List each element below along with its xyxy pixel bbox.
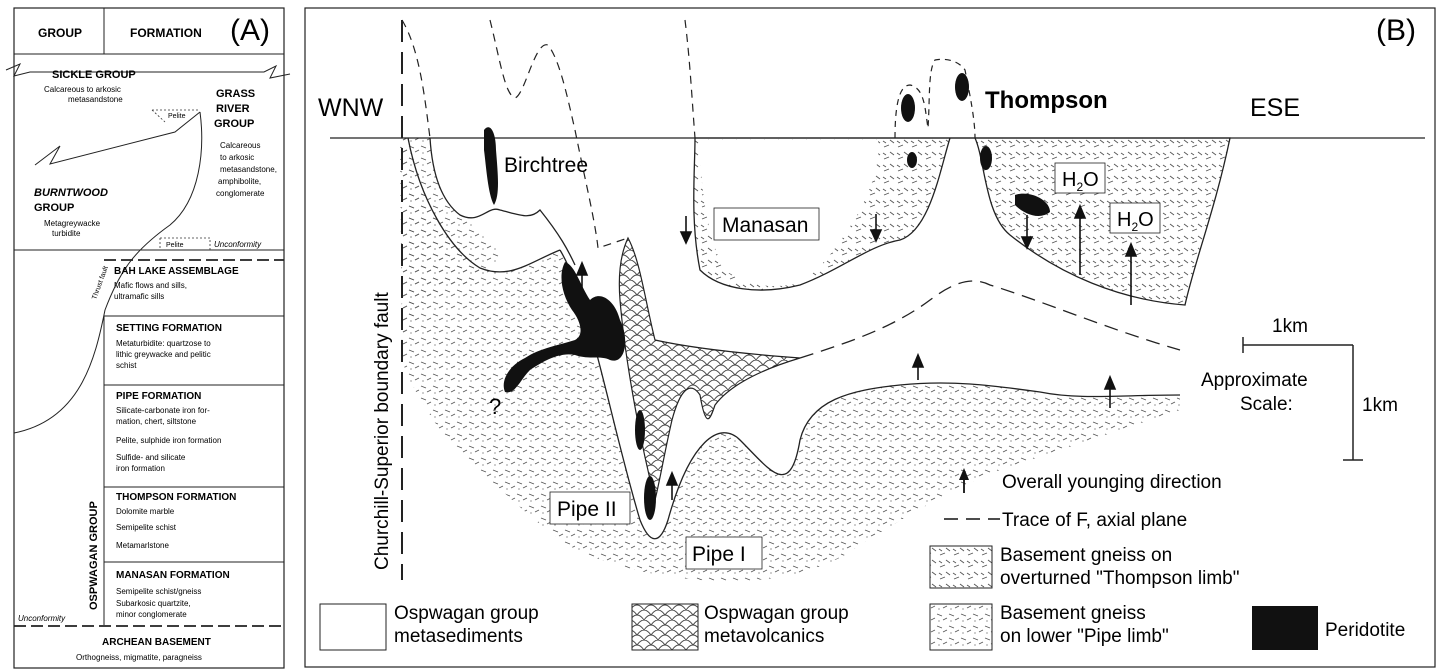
legend-metased-text-2: metasediments <box>394 626 523 647</box>
grass-river-desc-5: conglomerate <box>216 189 265 198</box>
grass-river-title-1: GRASS <box>216 88 255 100</box>
legend-peridotite-text: Peridotite <box>1325 620 1405 641</box>
scale-title-2: Scale: <box>1240 394 1293 415</box>
burntwood-desc-2: turbidite <box>52 229 81 238</box>
manasan-desc-1: Semipelite schist/gneiss <box>116 587 201 596</box>
bah-lake-desc-1: Mafic flows and sills, <box>114 281 187 290</box>
thrust-fault-label: Thrust fault <box>91 265 110 300</box>
legend-metavol-text-2: metavolcanics <box>704 626 824 647</box>
burntwood-title-2: GROUP <box>34 202 74 214</box>
arrow-up-4-head <box>1105 377 1115 389</box>
arrow-up-1-head <box>577 263 587 275</box>
sickle-desc-1: Calcareous to arkosic <box>44 85 121 94</box>
peridotite-thompson-4 <box>980 146 992 170</box>
setting-desc-2: lithic greywacke and pelitic <box>116 350 211 359</box>
fold-trace-1 <box>402 20 430 138</box>
legend-metavol-text-1: Ospwagan group <box>704 603 849 624</box>
legend-younging-text: Overall younging direction <box>1002 472 1222 493</box>
burntwood-desc-1: Metagreywacke <box>44 219 101 228</box>
setting-desc-1: Metaturbidite: quartzose to <box>116 339 211 348</box>
legend-thompson-limb-text-1: Basement gneiss on <box>1000 545 1172 566</box>
legend-peridotite-swatch <box>1252 606 1318 650</box>
burntwood-title-1: BURNTWOOD <box>34 187 108 199</box>
bah-lake-desc-2: ultramafic sills <box>114 292 164 301</box>
legend-pipe-limb-text-1: Basement gneiss <box>1000 603 1146 624</box>
scale-h-label: 1km <box>1272 316 1308 337</box>
header-group: GROUP <box>38 26 82 40</box>
thompson-title: THOMPSON FORMATION <box>116 492 236 503</box>
wnw-label: WNW <box>318 94 384 122</box>
pipe-i-label: Pipe I <box>692 543 746 566</box>
header-formation: FORMATION <box>130 26 202 40</box>
pipe-desc-5: iron formation <box>116 464 165 473</box>
fault-label: Churchill-Superior boundary fault <box>372 292 393 570</box>
peridotite-thompson-1 <box>901 94 915 122</box>
scale-title-1: Approximate <box>1201 370 1308 391</box>
panel-a-label: (A) <box>230 14 270 47</box>
thompson-label: Thompson <box>985 87 1108 114</box>
fold-trace-3 <box>685 20 695 138</box>
legend-metavol-swatch <box>632 604 698 650</box>
panel-b: (B) WNW ESE Churchill-Superior boundary … <box>305 8 1435 667</box>
archean-desc: Orthogneiss, migmatite, paragneiss <box>76 653 202 662</box>
peridotite-thompson-3 <box>907 152 917 168</box>
legend-pipe-limb-swatch <box>930 604 992 650</box>
thompson-desc-2: Semipelite schist <box>116 523 177 532</box>
pipe-desc-4: Sulfide- and silicate <box>116 453 186 462</box>
burntwood-pelite: Pelite <box>166 242 184 249</box>
peridotite-birchtree <box>484 127 498 205</box>
panel-a: GROUP FORMATION (A) SICKLE GROUP Calcare… <box>6 8 290 668</box>
grass-river-desc-3: metasandstone, <box>220 165 277 174</box>
legend-pipe-limb-text-2: on lower "Pipe limb" <box>1000 626 1169 647</box>
fold-trace-2 <box>490 20 628 248</box>
legend-thompson-limb-text-2: overturned "Thompson limb" <box>1000 568 1240 589</box>
question-mark: ? <box>489 394 501 419</box>
peridotite-thompson-2 <box>955 73 969 101</box>
peridotite-pipe-2 <box>644 476 656 520</box>
scale-v-label: 1km <box>1362 395 1398 416</box>
legend-trace-text: Trace of F, axial plane <box>1002 510 1187 531</box>
manasan-desc-2: Subarkosic quartzite, <box>116 599 191 608</box>
archean-unconformity-label: Unconformity <box>18 614 66 623</box>
sickle-title: SICKLE GROUP <box>52 69 136 81</box>
ospwagan-group-label: OSPWAGAN GROUP <box>88 501 100 610</box>
thompson-desc-3: Metamarlstone <box>116 541 169 550</box>
grass-river-desc-4: amphibolite, <box>218 177 261 186</box>
manasan-desc-3: minor conglomerate <box>116 610 187 619</box>
grass-river-title-2: RIVER <box>216 103 250 115</box>
arrow-up-3-head <box>913 355 923 367</box>
arrow-up-2-head <box>667 473 677 485</box>
sickle-desc-2: metasandstone <box>68 95 123 104</box>
setting-desc-3: schist <box>116 361 137 370</box>
legend-metased-swatch <box>320 604 386 650</box>
manasan-label: Manasan <box>722 214 808 237</box>
grass-river-desc-1: Calcareous <box>220 141 260 150</box>
grass-river-title-3: GROUP <box>214 118 254 130</box>
burntwood-unconformity: Unconformity <box>214 240 262 249</box>
pipe-ii-label: Pipe II <box>557 498 617 521</box>
archean-title: ARCHEAN BASEMENT <box>102 637 211 648</box>
sickle-pelite: Pelite <box>168 113 186 120</box>
pipe-desc-2: mation, chert, siltstone <box>116 417 197 426</box>
ese-label: ESE <box>1250 94 1300 122</box>
panel-b-label: (B) <box>1376 14 1416 47</box>
bah-lake-title: BAH LAKE ASSEMBLAGE <box>114 266 239 277</box>
manasan-title: MANASAN FORMATION <box>116 570 230 581</box>
thompson-desc-1: Dolomite marble <box>116 507 175 516</box>
arrow-down-1-head <box>681 232 691 243</box>
legend-metased-text-1: Ospwagan group <box>394 603 539 624</box>
peridotite-pipe-1 <box>635 410 645 450</box>
pipe-desc-3: Pelite, sulphide iron formation <box>116 436 221 445</box>
setting-title: SETTING FORMATION <box>116 323 222 334</box>
birchtree-label: Birchtree <box>504 154 588 177</box>
legend-thompson-limb-swatch <box>930 546 992 588</box>
grass-river-desc-2: to arkosic <box>220 153 254 162</box>
pipe-title: PIPE FORMATION <box>116 391 201 402</box>
top-break-line <box>6 64 290 78</box>
pipe-desc-1: Silicate-carbonate iron for- <box>116 406 210 415</box>
